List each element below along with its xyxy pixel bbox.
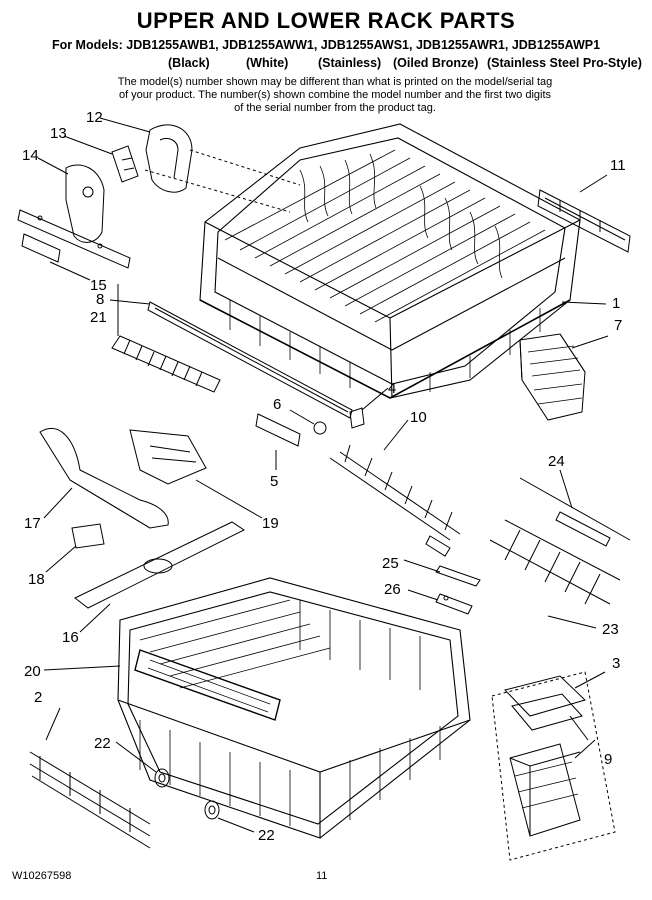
finish-label: (Black) (168, 56, 210, 70)
callout-24: 24 (548, 453, 565, 470)
callout-26: 26 (384, 581, 401, 598)
leader-lines (37, 117, 609, 833)
callout-6: 6 (273, 396, 281, 413)
callout-5: 5 (270, 473, 278, 490)
callout-14: 14 (22, 147, 39, 164)
model-number-note: The model(s) number shown may be differe… (117, 76, 553, 114)
callout-15: 15 (90, 277, 107, 294)
callout-17: 17 (24, 515, 41, 532)
finish-label: (Stainless) (318, 56, 382, 70)
callout-25: 25 (382, 555, 399, 572)
models-line: For Models: JDB1255AWB1, JDB1255AWW1, JD… (51, 38, 601, 52)
callout-9: 9 (604, 751, 612, 768)
adjuster-parts-drawing (17, 124, 193, 269)
callout-22-upper: 22 (94, 735, 111, 752)
part-11-drawing (537, 189, 631, 253)
callout-10: 10 (410, 409, 427, 426)
part-3-drawing (491, 671, 616, 861)
finish-label: (Stainless Steel Pro-Style) (487, 56, 642, 70)
page-number: 11 (316, 870, 328, 882)
callout-7: 7 (614, 317, 622, 334)
callout-8: 8 (96, 291, 104, 308)
part-22-drawing (154, 768, 220, 820)
page-title: UPPER AND LOWER RACK PARTS (136, 8, 516, 33)
leader-dashed (144, 149, 301, 213)
parts-23-26-drawing (435, 477, 631, 615)
callout-2: 2 (34, 689, 42, 706)
callout-20: 20 (24, 663, 41, 680)
callout-1: 1 (612, 295, 620, 312)
part-7-drawing (519, 333, 586, 421)
finish-label: (Oiled Bronze) (393, 56, 479, 70)
finish-labels: (Black) (White) (Stainless) (Oiled Bronz… (0, 56, 652, 72)
callout-numbers: 1 2 3 4 5 6 7 8 9 10 11 12 13 14 15 16 1… (22, 109, 626, 844)
callout-12: 12 (86, 109, 103, 126)
callout-19: 19 (262, 515, 279, 532)
callout-13: 13 (50, 125, 67, 142)
callout-18: 18 (28, 571, 45, 588)
small-parts-drawing (255, 407, 365, 447)
callout-22-lower: 22 (258, 827, 275, 844)
part-21-drawing (111, 335, 221, 393)
upper-rack-drawing (199, 123, 581, 399)
callout-11: 11 (610, 157, 626, 174)
callout-3: 3 (612, 655, 620, 672)
lower-rack-drawing (117, 577, 471, 839)
part-8-drawing (147, 301, 353, 419)
finish-label: (White) (246, 56, 289, 70)
spray-arm-drawing (39, 428, 245, 609)
callout-21: 21 (90, 309, 107, 326)
callout-23: 23 (602, 621, 619, 638)
document-id: W10267598 (12, 870, 72, 882)
callout-4: 4 (388, 380, 396, 397)
part-2-drawing (29, 751, 151, 849)
part-10-drawing (329, 444, 461, 557)
callout-16: 16 (62, 629, 79, 646)
